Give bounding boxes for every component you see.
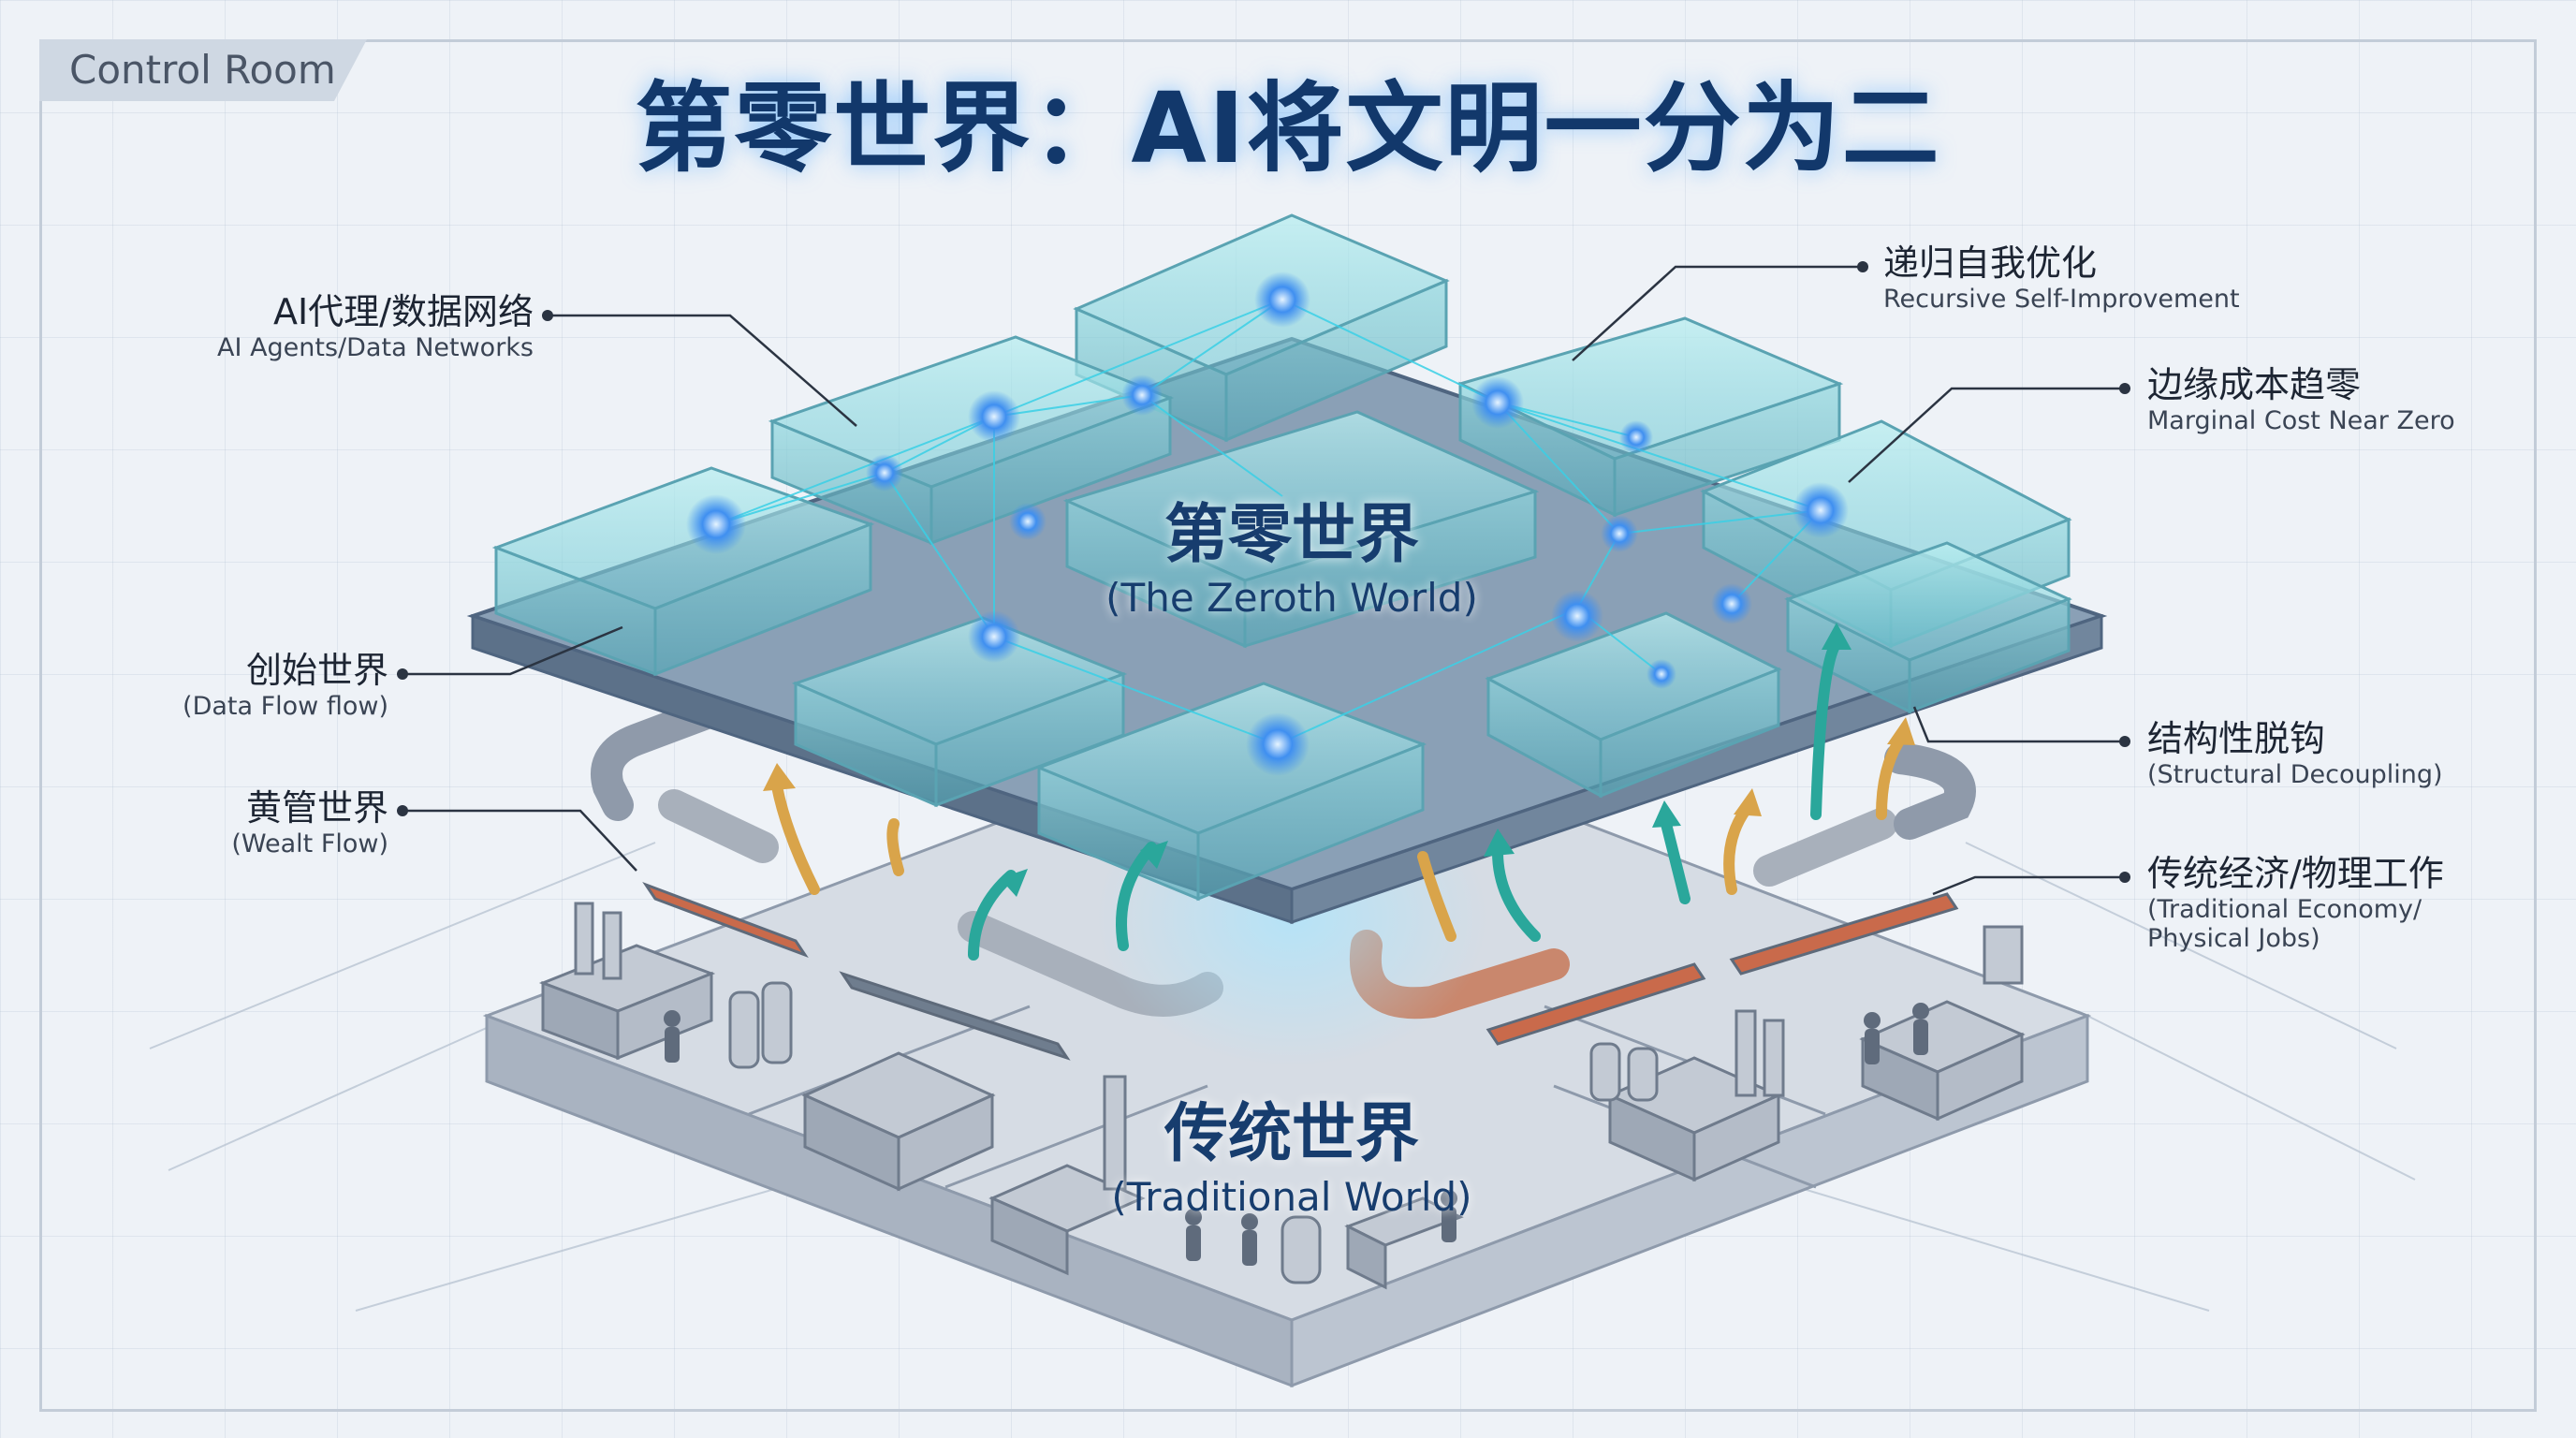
callout-ai-agents: AI代理/数据网络 AI Agents/Data Networks: [187, 292, 534, 362]
callout-recursive-cn: 递归自我优化: [1883, 243, 2351, 285]
callout-decoupling-en: (Structural Decoupling): [2147, 760, 2522, 789]
callout-decoupling-cn: 结构性脱钩: [2147, 719, 2522, 760]
zeroth-world-cn: 第零世界: [1058, 482, 1526, 575]
traditional-world-en: (Traditional World): [1058, 1174, 1526, 1220]
callout-creation-world: 创始世界 (Data Flow flow): [103, 651, 388, 721]
callout-recursive: 递归自我优化 Recursive Self-Improvement: [1883, 243, 2351, 314]
callout-creation-world-en: (Data Flow flow): [103, 692, 388, 721]
zeroth-world-en: (The Zeroth World): [1058, 575, 1526, 621]
callout-marginal-cost: 边缘成本趋零 Marginal Cost Near Zero: [2147, 365, 2522, 435]
callout-traditional-economy-cn: 传统经济/物理工作: [2147, 854, 2522, 895]
callout-traditional-economy: 传统经济/物理工作 (Traditional Economy/ Physical…: [2147, 854, 2522, 953]
callout-marginal-cost-en: Marginal Cost Near Zero: [2147, 406, 2522, 435]
zeroth-world-label: 第零世界 (The Zeroth World): [1058, 482, 1526, 621]
callout-creation-world-cn: 创始世界: [103, 651, 388, 692]
callout-recursive-en: Recursive Self-Improvement: [1883, 285, 2351, 314]
callout-traditional-economy-en: (Traditional Economy/: [2147, 895, 2522, 924]
callout-decoupling: 结构性脱钩 (Structural Decoupling): [2147, 719, 2522, 789]
callout-ai-agents-en: AI Agents/Data Networks: [187, 333, 534, 362]
callout-ai-agents-cn: AI代理/数据网络: [187, 292, 534, 333]
callout-yellow-pipe-world-en: (Wealt Flow): [103, 829, 388, 858]
callout-yellow-pipe-world-cn: 黄管世界: [103, 788, 388, 829]
traditional-world-cn: 传统世界: [1058, 1081, 1526, 1174]
traditional-world-label: 传统世界 (Traditional World): [1058, 1081, 1526, 1220]
callout-yellow-pipe-world: 黄管世界 (Wealt Flow): [103, 788, 388, 858]
callout-traditional-economy-en2: Physical Jobs): [2147, 924, 2522, 953]
callout-marginal-cost-cn: 边缘成本趋零: [2147, 365, 2522, 406]
